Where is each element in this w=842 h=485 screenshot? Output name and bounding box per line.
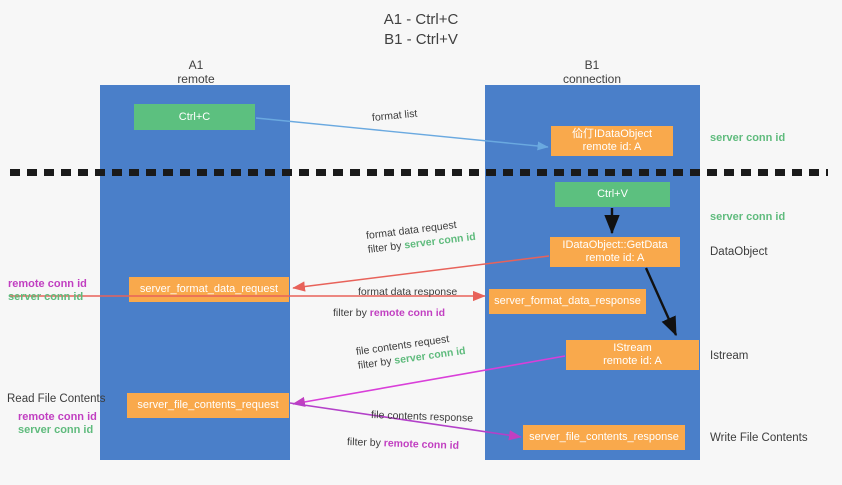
box-server-file-contents-request-label: server_file_contents_request [137, 399, 279, 411]
right-dataobject-label: DataObject [710, 246, 768, 258]
edge-label-file-contents-response-filter: filter by remote conn id [347, 435, 459, 453]
filter-key-2: remote conn id [369, 307, 446, 319]
edge-label-format-data-response: format data response filter by remote co… [333, 286, 458, 319]
box-server-format-data-response-label: server_format_data_response [494, 295, 641, 307]
box-server-format-data-request[interactable]: server_format_data_request [129, 277, 289, 302]
box-istream-line1: IStream [613, 342, 652, 354]
box-set-dataobject-line1: 佡仃IDataObject [571, 128, 653, 140]
box-server-file-contents-request[interactable]: server_file_contents_request [127, 393, 289, 418]
box-getdata-line2: remote id: A [585, 252, 645, 264]
edge-label-file-contents-response: file contents response [370, 409, 474, 425]
box-getdata[interactable]: IDataObject::GetData remote id: A [550, 237, 680, 267]
box-server-format-data-response[interactable]: server_format_data_response [489, 289, 646, 314]
box-ctrl-c[interactable]: Ctrl+C [134, 104, 255, 130]
box-set-dataobject-line2: remote id: A [582, 141, 642, 153]
box-ctrl-v[interactable]: Ctrl+V [555, 182, 670, 207]
box-getdata-line1: IDataObject::GetData [562, 239, 668, 251]
filter-prefix-2: filter by [333, 307, 370, 319]
box-istream-line2: remote id: A [603, 355, 662, 367]
lane-b1-sub: connection [562, 72, 622, 86]
left-server-conn-id-1: server conn id [8, 291, 84, 303]
title-line-2: B1 - Ctrl+V [384, 31, 458, 48]
edge-label-file-contents-request: file contents request filter by server c… [355, 333, 467, 372]
filter-prefix-1: filter by [367, 239, 406, 256]
left-annotation-group-1: remote conn id server conn id [8, 278, 87, 304]
page-title: A1 - Ctrl+C B1 - Ctrl+V [0, 10, 842, 50]
box-server-file-contents-response-label: server_file_contents_response [529, 431, 679, 443]
filter-prefix-4: filter by [346, 436, 384, 450]
left-remote-conn-id-1: remote conn id [8, 278, 87, 290]
right-server-conn-id-second: server conn id [710, 211, 786, 223]
left-remote-conn-id-2: remote conn id [18, 411, 97, 423]
edge-label-format-data-request: format data request filter by server con… [365, 218, 477, 256]
lane-b1-name: B1 [584, 58, 600, 72]
box-ctrl-v-label: Ctrl+V [597, 188, 628, 200]
box-ctrl-c-label: Ctrl+C [178, 110, 211, 123]
left-annotation-group-2: remote conn id server conn id [18, 411, 97, 437]
box-set-dataobject[interactable]: 佡仃IDataObject remote id: A [551, 126, 673, 156]
title-line-1: A1 - Ctrl+C [383, 11, 459, 28]
lane-a1-name: A1 [188, 58, 204, 72]
lane-header-a1: A1 remote [140, 58, 252, 86]
edge-label-format-list: format list [371, 107, 418, 124]
lane-header-b1: B1 connection [536, 58, 648, 86]
left-read-file-contents-label: Read File Contents [7, 393, 106, 405]
filter-key-4: remote conn id [383, 437, 460, 452]
right-write-file-contents-label: Write File Contents [710, 432, 808, 444]
filter-prefix-3: filter by [357, 354, 396, 372]
right-server-conn-id-top: server conn id [710, 132, 786, 144]
right-istream-label: Istream [710, 350, 749, 362]
box-server-format-data-request-label: server_format_data_request [139, 283, 279, 295]
left-server-conn-id-2: server conn id [18, 424, 94, 436]
lane-a1-sub: remote [177, 72, 215, 86]
box-server-file-contents-response[interactable]: server_file_contents_response [523, 425, 685, 450]
box-istream[interactable]: IStream remote id: A [566, 340, 699, 370]
